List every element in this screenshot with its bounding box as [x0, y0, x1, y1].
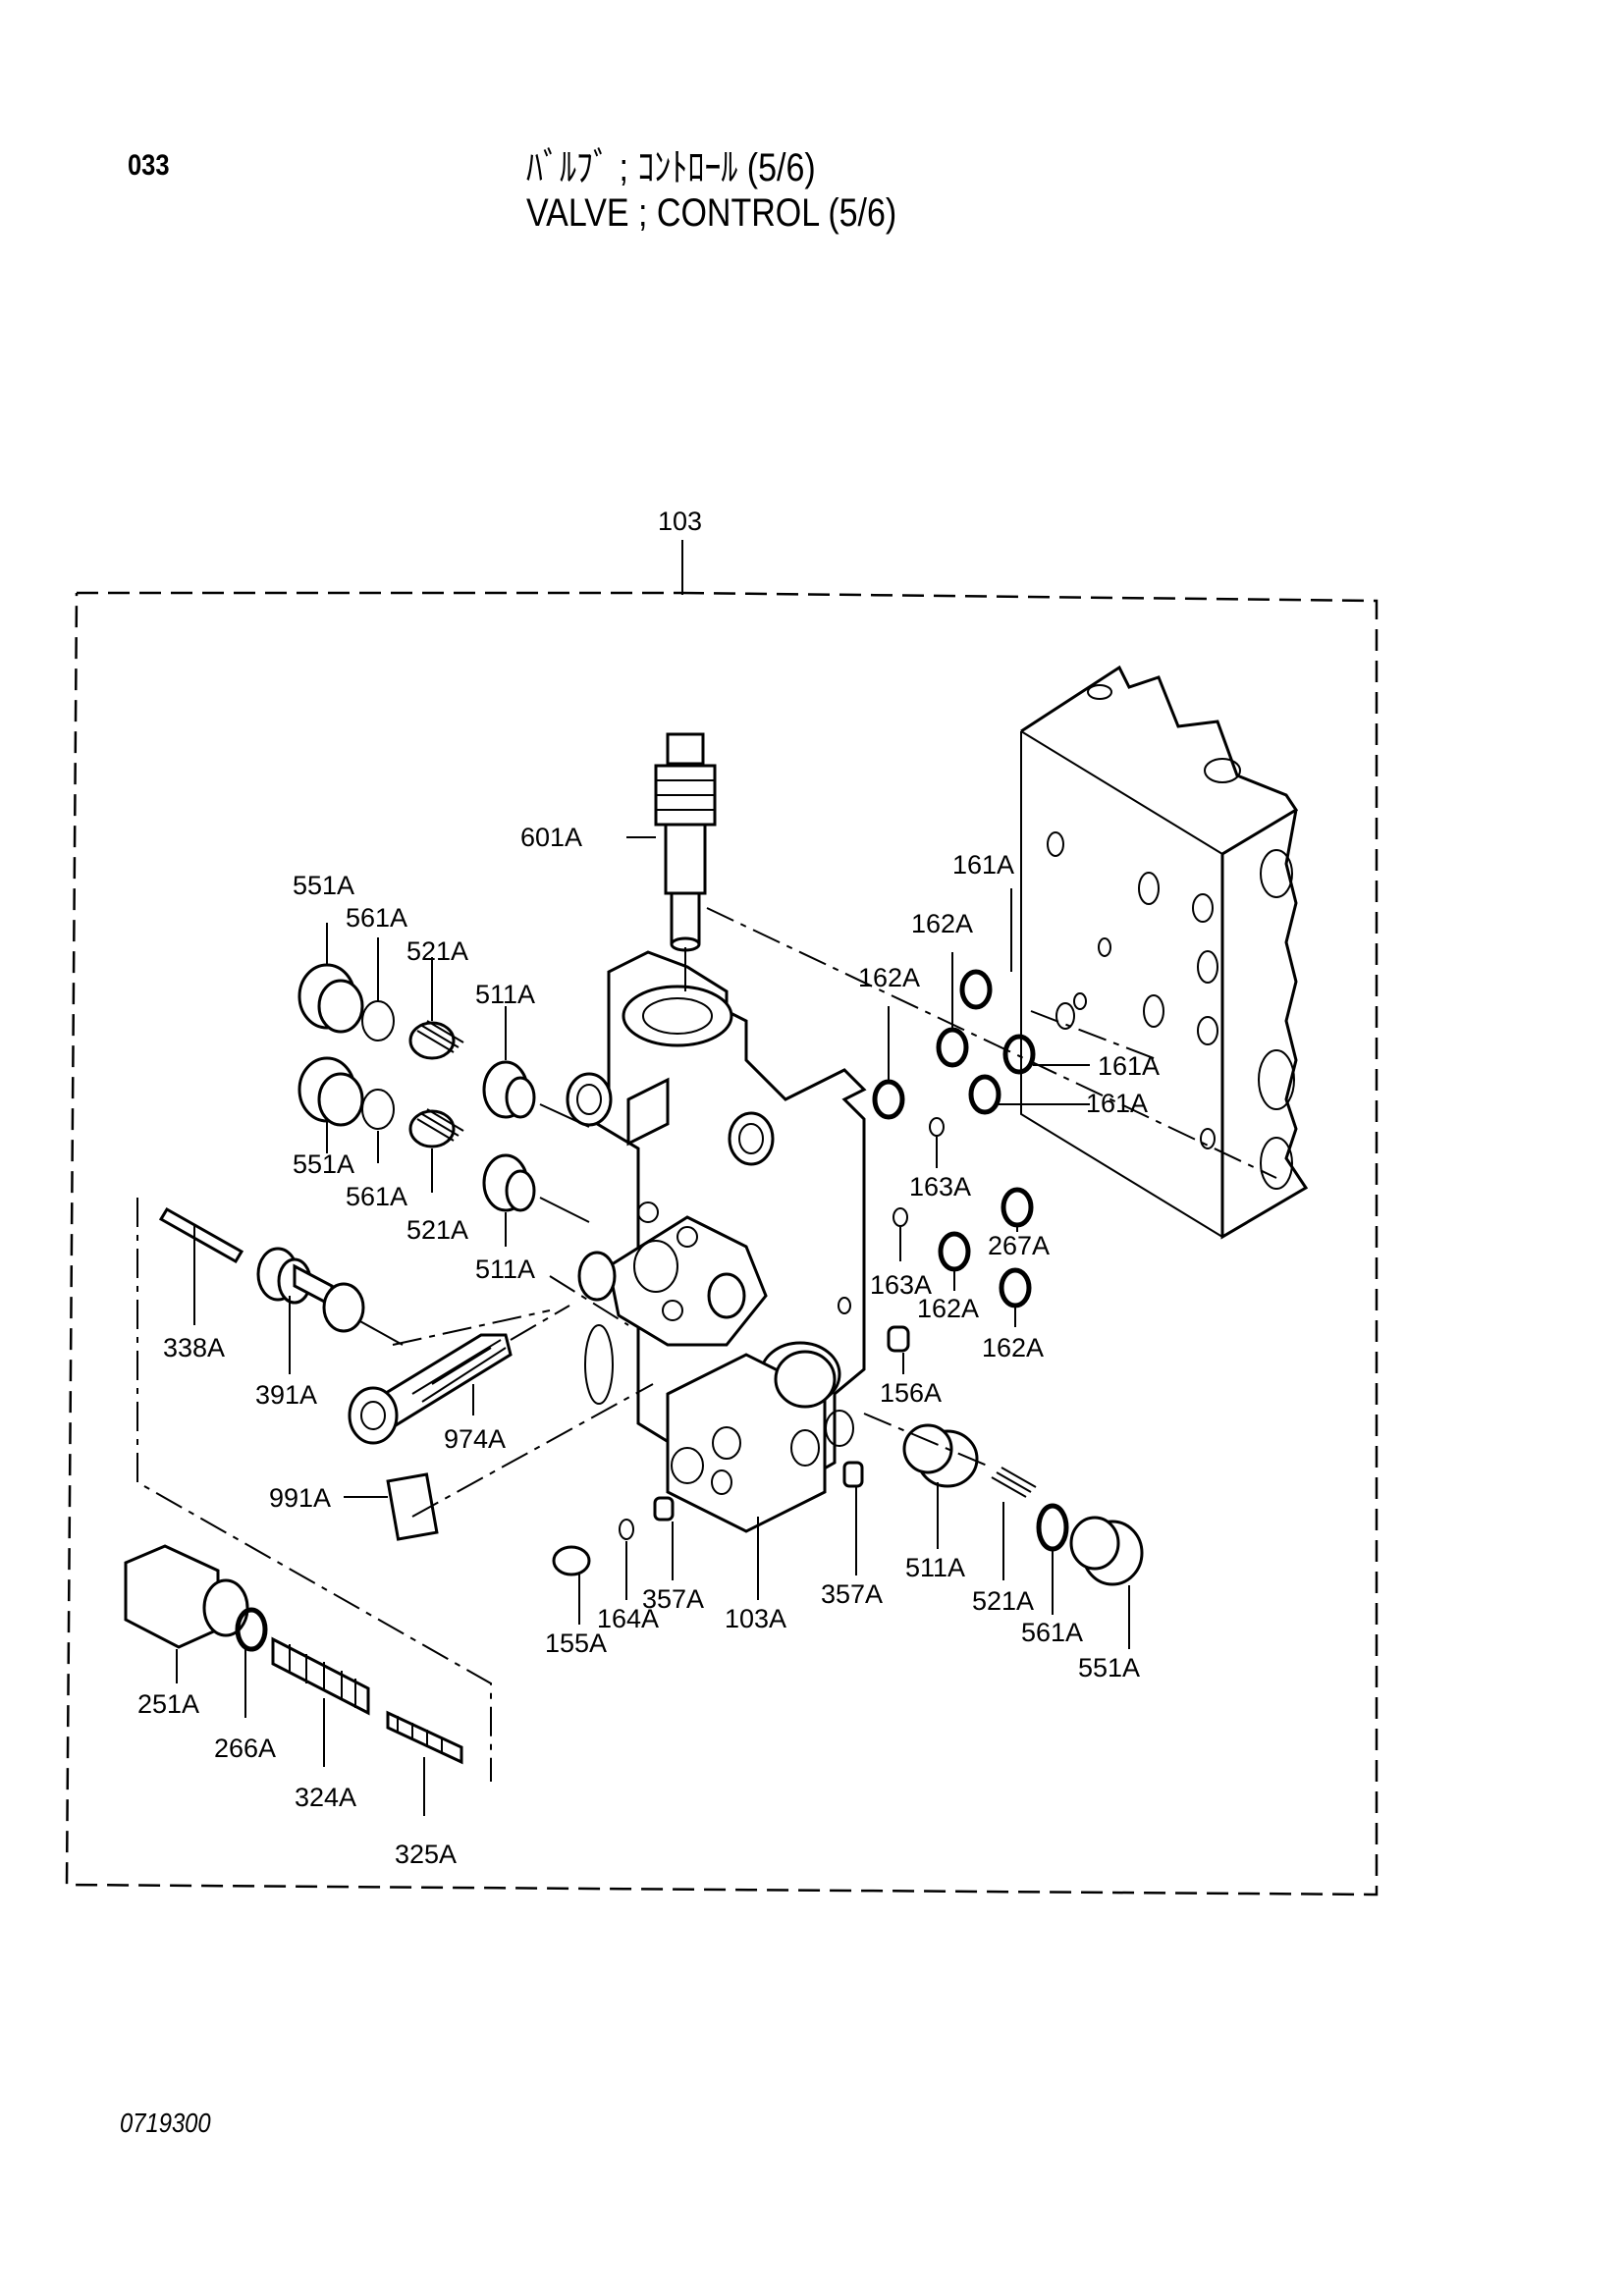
label-521A-low: 521A — [972, 1586, 1034, 1616]
label-266A: 266A — [214, 1734, 276, 1763]
center-lines — [136, 907, 1277, 1782]
assembly-boundary — [65, 540, 1379, 1896]
label-601A: 601A — [520, 823, 582, 852]
label-511A-mid: 511A — [475, 1255, 535, 1284]
label-163A-b: 163A — [870, 1270, 932, 1300]
label-163A-a: 163A — [909, 1172, 971, 1201]
label-521A-mid: 521A — [406, 1215, 468, 1245]
label-551A-low: 551A — [1078, 1653, 1140, 1682]
label-103: 103 — [658, 507, 702, 536]
right-orings — [774, 969, 1036, 1409]
label-357A-a: 357A — [642, 1584, 704, 1614]
label-511A-low: 511A — [905, 1553, 965, 1582]
label-162A-d: 162A — [982, 1333, 1044, 1362]
upper-left-parts — [298, 963, 590, 1223]
label-162A-a: 162A — [911, 909, 973, 938]
label-561A-top: 561A — [346, 903, 407, 933]
relief-valve-601A — [654, 732, 717, 991]
label-162A-c: 162A — [917, 1294, 979, 1323]
label-521A-top: 521A — [406, 936, 468, 966]
drawing-number: 0719300 — [120, 2108, 211, 2138]
label-155A: 155A — [545, 1629, 607, 1658]
part-labels: 103 601A 551A 561A 521A 511A 551A 561A 5… — [137, 507, 1160, 1869]
label-156A: 156A — [880, 1378, 942, 1408]
label-561A-mid: 561A — [346, 1182, 407, 1211]
bottom-small-parts — [552, 1423, 1144, 1586]
label-551A-top: 551A — [293, 871, 354, 900]
label-991A: 991A — [269, 1483, 331, 1513]
valve-housing-block — [1020, 665, 1309, 1240]
lower-left-parts — [124, 1544, 463, 1765]
page-number: 033 — [128, 149, 170, 182]
spool-assembly — [158, 1206, 513, 1541]
label-161A-mid: 161A — [1098, 1051, 1160, 1081]
label-561A-low: 561A — [1021, 1618, 1083, 1647]
label-551A-mid: 551A — [293, 1149, 354, 1179]
label-325A: 325A — [395, 1840, 457, 1869]
label-357A-b: 357A — [821, 1579, 883, 1609]
label-103A: 103A — [725, 1604, 786, 1633]
label-164A: 164A — [597, 1604, 659, 1633]
label-267A: 267A — [988, 1231, 1050, 1260]
label-162A-b: 162A — [858, 963, 920, 992]
label-324A: 324A — [295, 1783, 356, 1812]
label-161A-low: 161A — [1086, 1089, 1148, 1118]
label-251A: 251A — [137, 1689, 199, 1719]
label-974A: 974A — [444, 1424, 506, 1454]
title-japanese: ﾊﾞﾙﾌﾞ ; ｺﾝﾄﾛｰﾙ (5/6) — [526, 146, 816, 189]
label-511A-top: 511A — [475, 980, 535, 1009]
leader-lines — [176, 836, 1130, 1816]
section-body-103A — [566, 950, 867, 1533]
label-391A: 391A — [255, 1380, 317, 1410]
label-161A-top: 161A — [952, 850, 1014, 880]
label-338A: 338A — [163, 1333, 225, 1362]
title-english: VALVE ; CONTROL (5/6) — [526, 191, 897, 235]
